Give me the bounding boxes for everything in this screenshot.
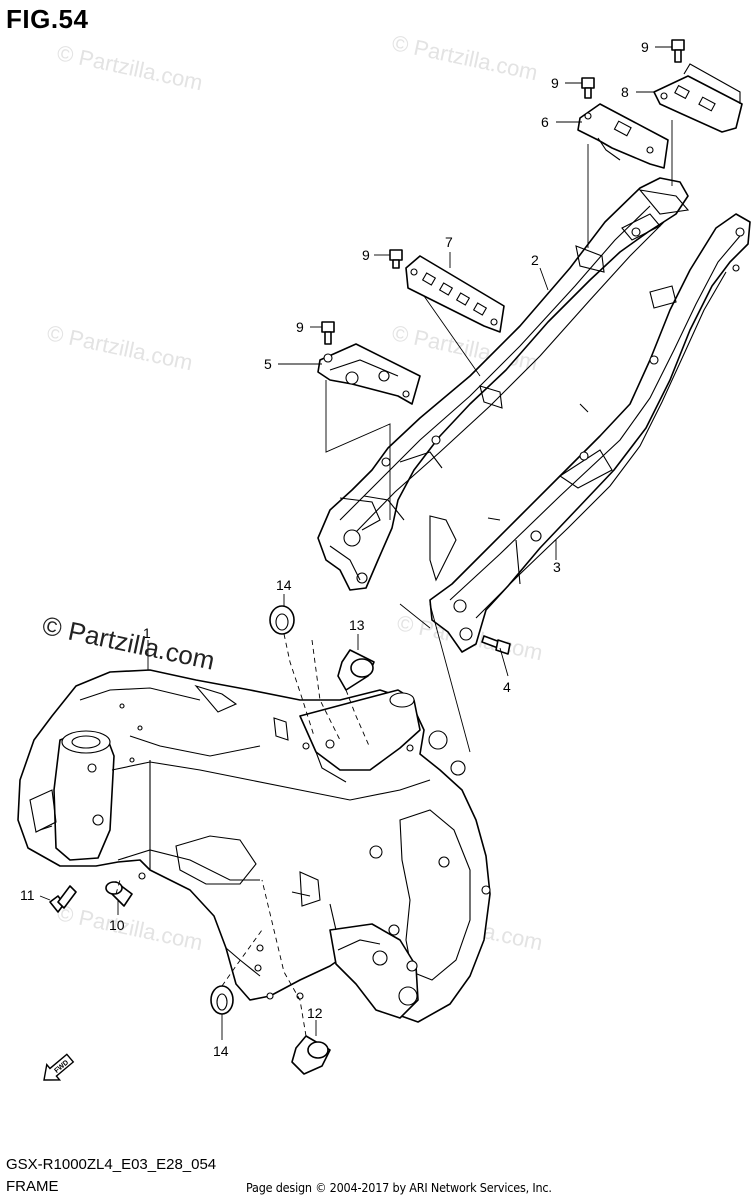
spacer-13 xyxy=(337,649,375,691)
bracket-8 xyxy=(653,63,743,133)
seat-rail-left xyxy=(317,177,690,591)
main-frame xyxy=(17,669,491,1023)
callout-9: 9 xyxy=(641,39,649,55)
bolt-9 xyxy=(389,249,403,269)
collar-14-upper xyxy=(269,605,295,635)
callout-11: 11 xyxy=(20,887,35,903)
leader-lines xyxy=(39,46,673,1040)
callout-9: 9 xyxy=(362,247,370,263)
callout-14: 14 xyxy=(213,1043,229,1059)
callout-12: 12 xyxy=(307,1005,323,1021)
callout-9: 9 xyxy=(296,319,304,335)
callout-1: 1 xyxy=(143,625,151,641)
callout-2: 2 xyxy=(531,252,539,268)
collar-14-lower xyxy=(210,985,234,1015)
bracket-7 xyxy=(405,255,505,333)
callout-13: 13 xyxy=(349,617,365,633)
callout-6: 6 xyxy=(541,114,549,130)
bracket-6 xyxy=(577,103,669,169)
callout-9: 9 xyxy=(551,75,559,91)
rear-frame-support xyxy=(429,213,751,653)
fwd-arrow-icon: FWD xyxy=(43,1053,75,1081)
callout-7: 7 xyxy=(445,234,453,250)
callout-5: 5 xyxy=(264,356,272,372)
callout-14: 14 xyxy=(276,577,292,593)
section-name: FRAME xyxy=(6,1178,59,1195)
bolt-11 xyxy=(49,885,77,913)
bolt-9 xyxy=(321,321,335,345)
callout-4: 4 xyxy=(503,679,511,695)
bolt-9 xyxy=(581,77,595,99)
spacer-12 xyxy=(291,1035,331,1075)
page-credit: Page design © 2004-2017 by ARI Network S… xyxy=(246,1180,552,1195)
callout-10: 10 xyxy=(109,917,125,933)
callout-8: 8 xyxy=(621,84,629,100)
figure-title: FIG.54 xyxy=(6,4,89,34)
bolt-4 xyxy=(481,635,511,655)
bracket-5 xyxy=(317,343,421,405)
callout-3: 3 xyxy=(553,559,561,575)
bolt-9 xyxy=(671,39,685,63)
spacer-10 xyxy=(105,881,133,907)
model-code: GSX-R1000ZL4_E03_E28_054 xyxy=(6,1156,217,1173)
callout-labels: 9 9 8 6 7 9 2 9 5 3 4 14 13 1 11 10 12 1… xyxy=(20,39,649,1059)
